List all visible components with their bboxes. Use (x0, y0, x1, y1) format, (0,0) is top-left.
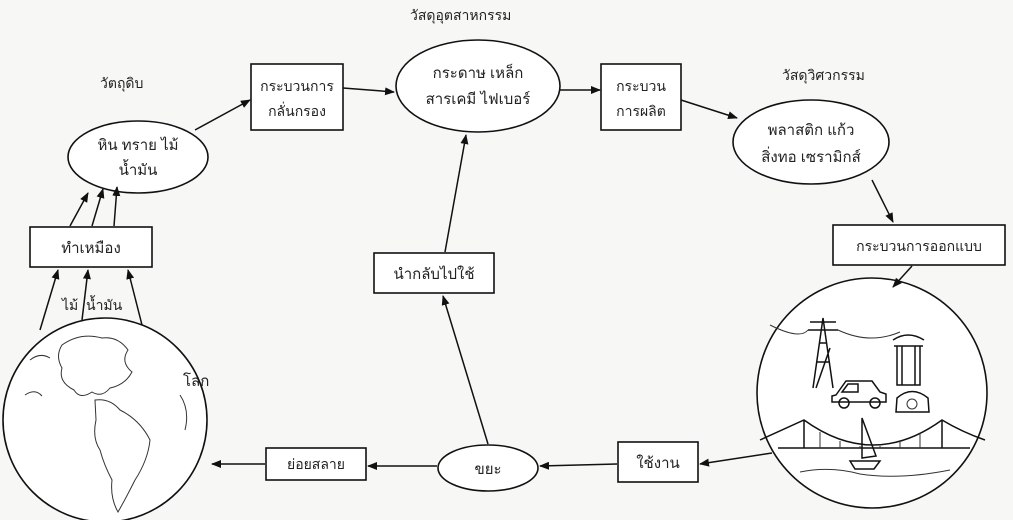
recycle-text: นำกลับไปใช้ (393, 265, 474, 283)
arrow-design-to-applications (892, 265, 913, 288)
oil-label: น้ำมัน (86, 295, 123, 313)
arrow-refining-to-industrial (342, 87, 395, 96)
industrial-text-line2: สารเคมี ไฟเบอร์ (426, 90, 531, 108)
applications-illustration (756, 277, 988, 509)
industrial-material-node (395, 39, 561, 133)
refining-text-line2: กลั่นกรอง (268, 102, 326, 119)
earth-globe (2, 317, 208, 520)
production-text-line1: กระบวน (616, 78, 666, 94)
waste-text: ขยะ (474, 461, 501, 478)
design-process-node (832, 224, 1006, 266)
decompose-text: ย่อยสลาย (287, 456, 345, 472)
engineering-text-line2: สิ่งทอ เซรามิกส์ (761, 146, 860, 166)
raw-material-text-line1: หิน ทราย ไม้ (97, 136, 178, 154)
earth-label: โลก (183, 372, 209, 390)
arrow-waste-to-recycle (441, 295, 489, 445)
waste-node (437, 444, 539, 492)
decompose-node (265, 447, 367, 481)
wood-label: ไม้ (61, 297, 78, 313)
refining-process-node (250, 63, 344, 131)
storage-tank-icon (892, 334, 925, 386)
engineering-material-category-label: วัสดุวิศวกรรม (782, 67, 865, 84)
arrow-mining-to-raw-3 (112, 186, 121, 227)
sailboat-icon (799, 417, 951, 477)
arrow-recycle-to-industrial (444, 134, 469, 253)
arrow-mining-to-raw-1 (69, 192, 89, 227)
arrow-mining-to-raw-2 (91, 188, 105, 227)
raw-material-node (67, 120, 209, 194)
mining-text: ทำเหมือง (61, 240, 121, 257)
production-process-node (600, 63, 682, 131)
production-text-line2: การผลิต (616, 103, 666, 119)
arrow-applications-to-use (699, 452, 773, 467)
industrial-text-line1: กระดาษ เหล็ก (433, 63, 524, 82)
transmission-tower-icon (769, 317, 901, 389)
telephone-icon (895, 390, 930, 413)
arrow-raw-to-refining (194, 99, 251, 131)
arrow-use-to-waste (539, 461, 618, 470)
arrow-earth-to-mining-2 (81, 269, 91, 321)
arrow-earth-to-mining-1 (39, 269, 60, 331)
recycle-node (373, 252, 495, 294)
refining-text-line1: กระบวนการ (260, 78, 334, 94)
engineering-text-line1: พลาสติก แก้ว (768, 122, 855, 139)
use-text: ใช้งาน (636, 454, 680, 472)
use-node (617, 441, 699, 483)
car-icon (831, 380, 887, 409)
bridge-icon (759, 419, 986, 449)
raw-material-text-line2: น้ำมัน (119, 159, 158, 179)
arrow-engineering-to-design (871, 179, 894, 223)
arrow-production-to-engineering (680, 99, 738, 120)
engineering-material-node (732, 99, 890, 185)
mining-node (29, 226, 153, 268)
raw-material-category-label: วัตถุดิบ (100, 75, 143, 92)
design-text: กระบวนการออกแบบ (856, 238, 982, 254)
industrial-material-category-label: วัสดุอุตสาหกรรม (410, 7, 511, 24)
arrow-earth-to-mining-3 (126, 269, 143, 326)
